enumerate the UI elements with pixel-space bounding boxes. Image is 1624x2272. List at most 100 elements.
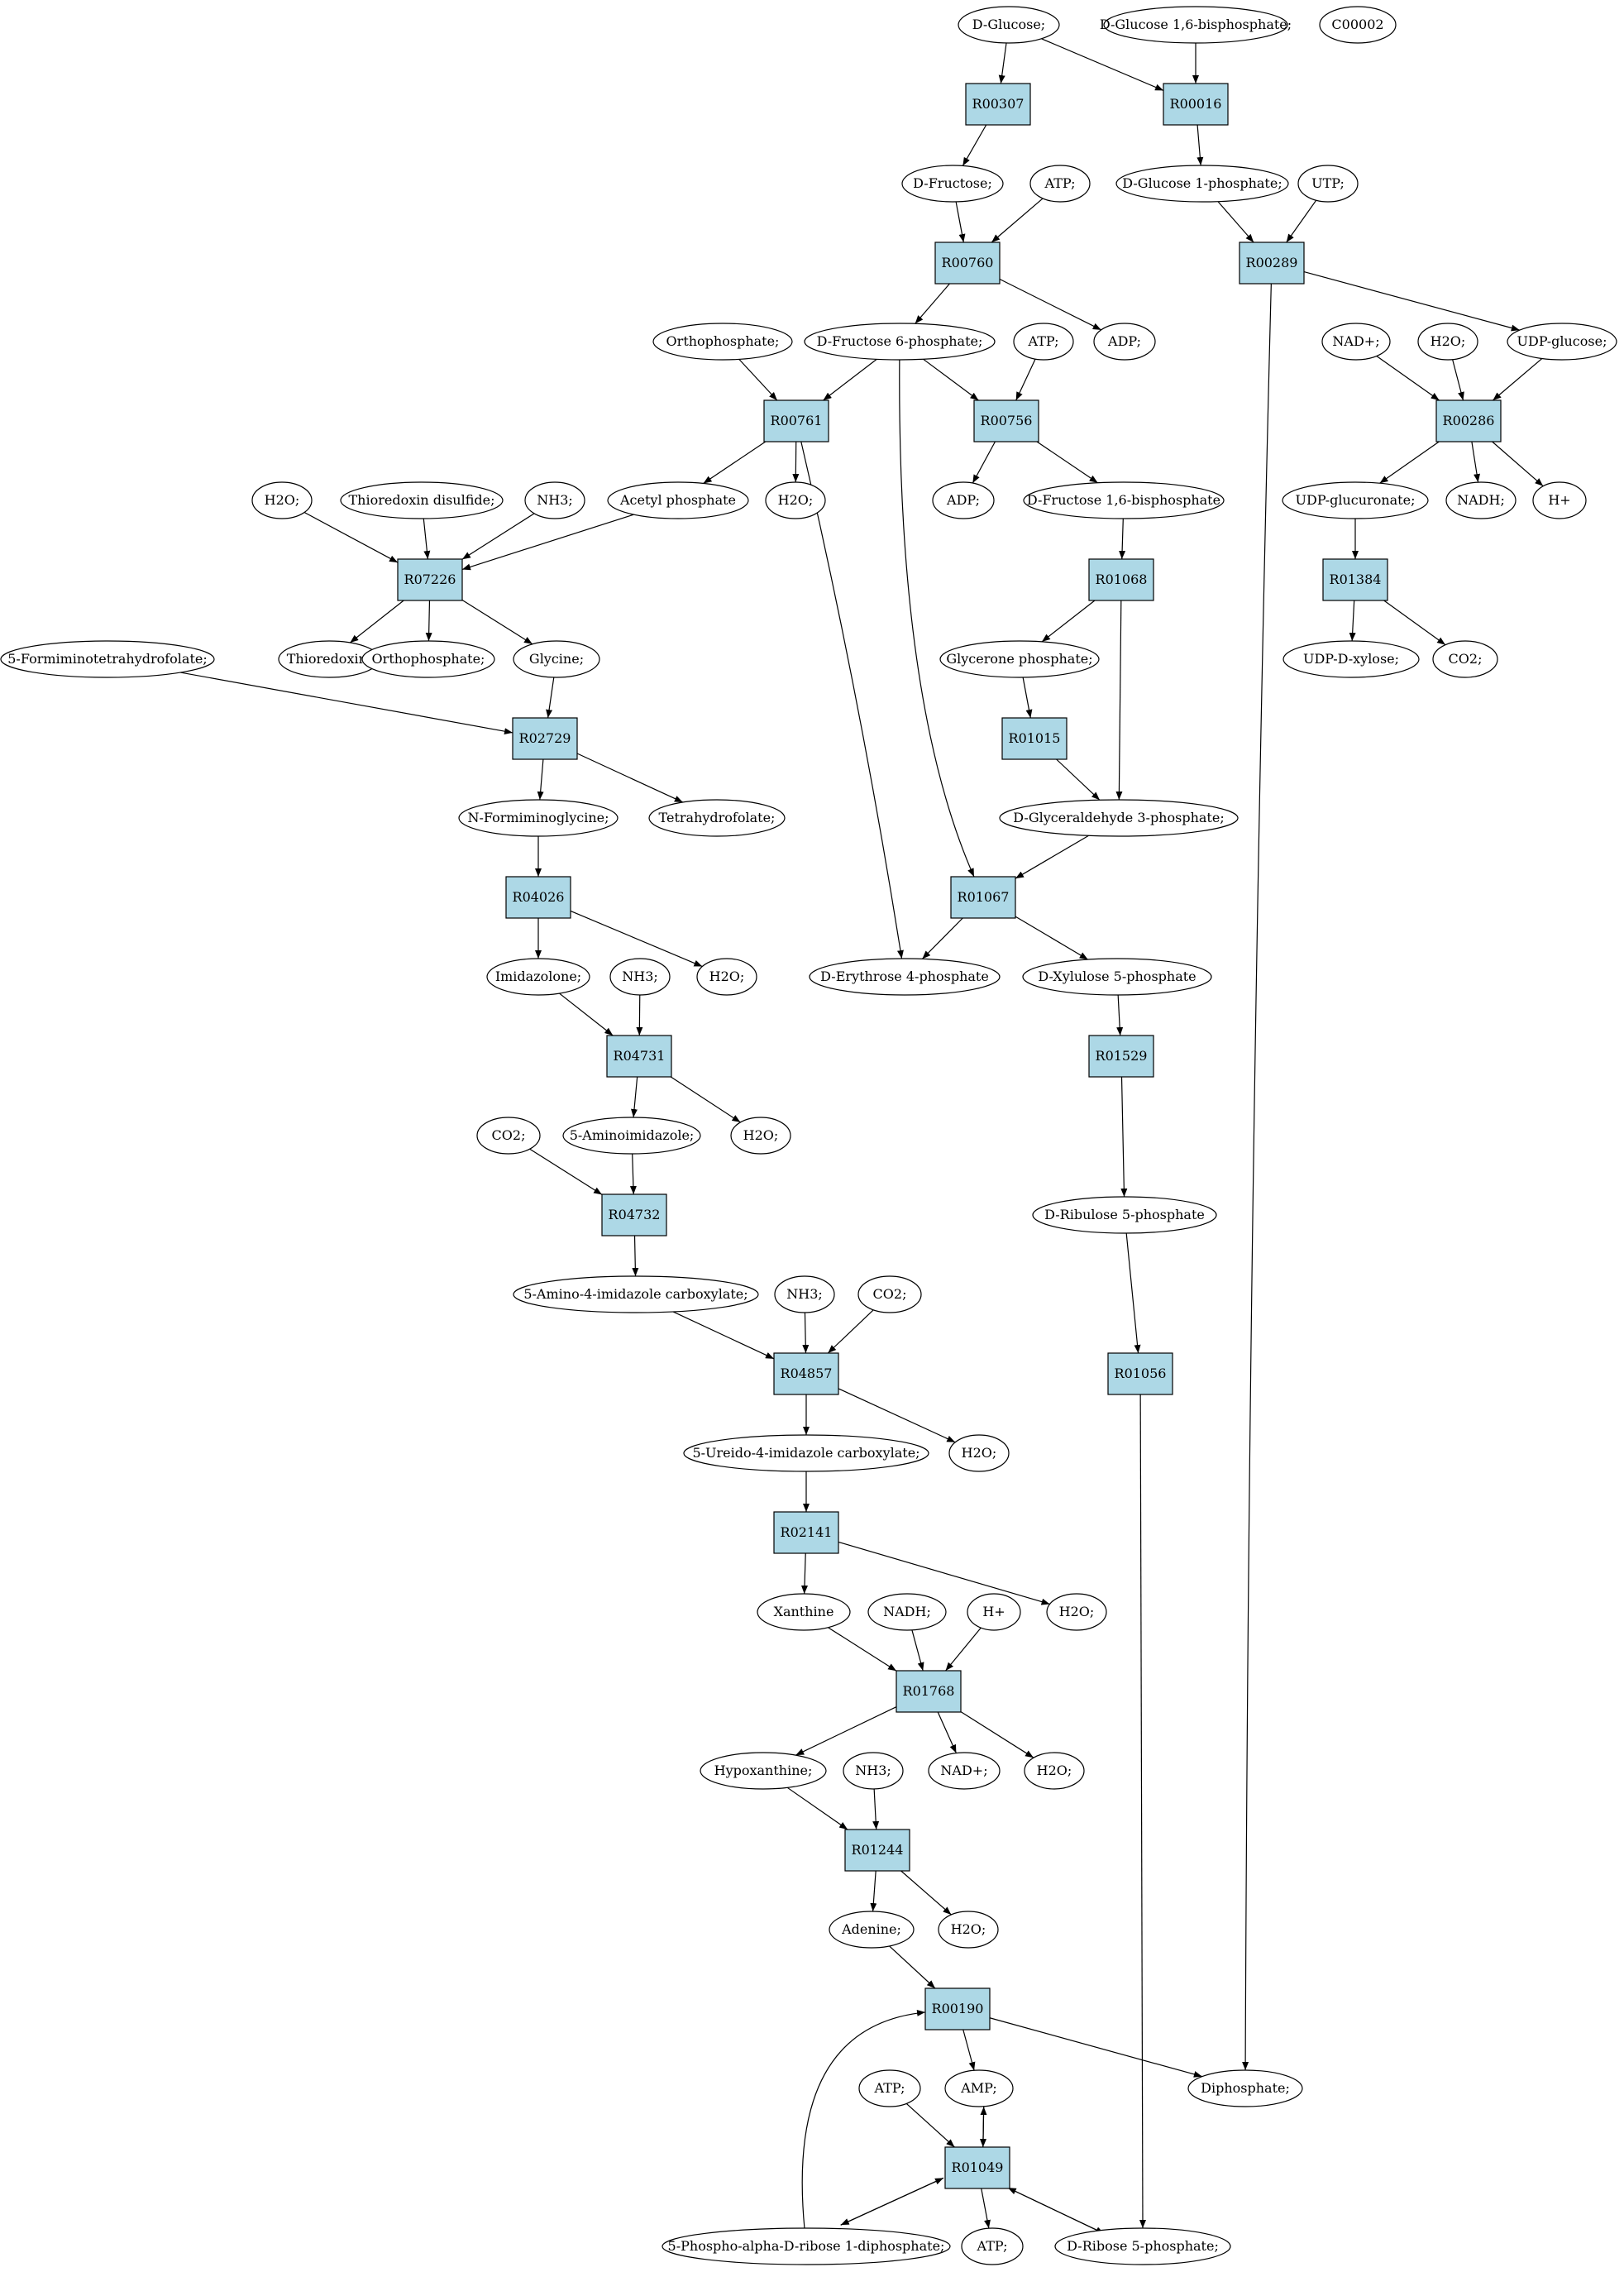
- node-diphosphate[interactable]: Diphosphate;: [1187, 2069, 1303, 2107]
- reaction-r00190[interactable]: R00190: [924, 1987, 991, 2030]
- node-5-ureido-4-imidazole-carboxylate[interactable]: 5-Ureido-4-imidazole carboxylate;: [683, 1434, 929, 1472]
- node-d-fructose[interactable]: D-Fructose;: [901, 165, 1004, 203]
- node-amp[interactable]: AMP;: [944, 2069, 1014, 2107]
- node-hypoxanthine[interactable]: Hypoxanthine;: [700, 1752, 827, 1790]
- reaction-r01015[interactable]: R01015: [1001, 717, 1068, 760]
- node-tetrahydrofolate[interactable]: Tetrahydrofolate;: [648, 799, 786, 837]
- edge-R00761-to-h2o_c: [792, 441, 800, 483]
- node-label: H2O;: [709, 969, 745, 984]
- node-5-aminoimidazole[interactable]: 5-Aminoimidazole;: [562, 1117, 701, 1155]
- node-c00002[interactable]: C00002: [1319, 6, 1397, 44]
- reaction-r01768[interactable]: R01768: [896, 1670, 962, 1713]
- node-h-plus[interactable]: H+: [967, 1593, 1021, 1631]
- edge-R01015-to-gap: [1056, 758, 1101, 801]
- reaction-r00307[interactable]: R00307: [965, 83, 1031, 126]
- reaction-r00289[interactable]: R00289: [1239, 242, 1305, 285]
- node-h2o[interactable]: H2O;: [730, 1117, 791, 1155]
- reaction-r02729[interactable]: R02729: [512, 717, 578, 760]
- node-atp[interactable]: ATP;: [858, 2069, 921, 2107]
- node-nadh[interactable]: NADH;: [1445, 481, 1517, 519]
- edge-R02729-to-nfg: [537, 758, 544, 801]
- node-n-formiminoglycine[interactable]: N-Formiminoglycine;: [458, 799, 619, 837]
- reaction-r04731[interactable]: R04731: [606, 1035, 672, 1078]
- reaction-r02141[interactable]: R02141: [773, 1511, 839, 1554]
- reaction-r00286[interactable]: R00286: [1435, 399, 1502, 442]
- reaction-r01529[interactable]: R01529: [1088, 1035, 1154, 1078]
- metabolite-ellipse: [648, 799, 786, 837]
- node-h2o[interactable]: H2O;: [938, 1911, 999, 1949]
- node-atp[interactable]: ATP;: [1029, 165, 1091, 203]
- node-d-fructose-6-phosphate[interactable]: D-Fructose 6-phosphate;: [804, 323, 996, 361]
- reaction-r00761[interactable]: R00761: [763, 399, 829, 442]
- node-orthophosphate[interactable]: Orthophosphate;: [652, 323, 793, 361]
- node-udp-glucuronate[interactable]: UDP-glucuronate;: [1282, 481, 1429, 519]
- node-adp[interactable]: ADP;: [932, 481, 995, 519]
- node-d-fructose-1-6-bisphosphate[interactable]: D-Fructose 1,6-bisphosphate: [1023, 481, 1225, 519]
- node-h2o[interactable]: H2O;: [1024, 1752, 1085, 1790]
- node-d-glucose-1-6-bisphosphate[interactable]: D-Glucose 1,6-bisphosphate;: [1100, 6, 1292, 44]
- node-h2o[interactable]: H2O;: [1046, 1593, 1107, 1631]
- node-adp[interactable]: ADP;: [1093, 323, 1156, 361]
- node-nad[interactable]: NAD+;: [928, 1752, 1001, 1790]
- node-d-ribose-5-phosphate[interactable]: D-Ribose 5-phosphate;: [1054, 2227, 1231, 2265]
- node-nh3[interactable]: NH3;: [609, 958, 671, 996]
- node-acetyl-phosphate[interactable]: Acetyl phosphate: [607, 481, 749, 519]
- node-h2o[interactable]: H2O;: [696, 958, 757, 996]
- node-d-ribulose-5-phosphate[interactable]: D-Ribulose 5-phosphate: [1032, 1196, 1217, 1234]
- node-d-glyceraldehyde-3-phosphate[interactable]: D-Glyceraldehyde 3-phosphate;: [999, 799, 1239, 837]
- node-xanthine[interactable]: Xanthine: [757, 1593, 851, 1631]
- node-label: R00190: [932, 2001, 984, 2016]
- node-thioredoxin[interactable]: Thioredoxin;: [278, 640, 380, 678]
- reaction-r04857[interactable]: R04857: [773, 1352, 839, 1395]
- node-glycerone-phosphate[interactable]: Glycerone phosphate;: [939, 640, 1100, 678]
- node-label: UDP-D-xylose;: [1303, 651, 1399, 667]
- node-h2o[interactable]: H2O;: [1417, 323, 1478, 361]
- node-d-glucose[interactable]: D-Glucose;: [958, 6, 1060, 44]
- node-co2[interactable]: CO2;: [476, 1117, 541, 1155]
- reaction-r01068[interactable]: R01068: [1088, 558, 1154, 601]
- reaction-r04026[interactable]: R04026: [505, 876, 571, 919]
- edge-fru-to-R00760: [955, 201, 966, 243]
- edge-trx_ss-to-R07226: [423, 518, 431, 560]
- reaction-r01067[interactable]: R01067: [950, 876, 1016, 919]
- metabolite-ellipse: [513, 1275, 759, 1313]
- reaction-r00760[interactable]: R00760: [934, 242, 1001, 285]
- reaction-r01244[interactable]: R01244: [844, 1829, 910, 1872]
- node-nh3[interactable]: NH3;: [774, 1275, 835, 1313]
- reaction-r00016[interactable]: R00016: [1163, 83, 1229, 126]
- reaction-r01384[interactable]: R01384: [1322, 558, 1388, 601]
- node-atp[interactable]: ATP;: [961, 2227, 1024, 2265]
- node-prpp[interactable]: 5-Phospho-alpha-D-ribose 1-diphosphate;: [662, 2227, 951, 2265]
- reaction-r07226[interactable]: R07226: [397, 558, 463, 601]
- node-h2o[interactable]: H2O;: [251, 481, 313, 519]
- node-udp-glucose[interactable]: UDP-glucose;: [1507, 323, 1617, 361]
- node-utp[interactable]: UTP;: [1297, 165, 1359, 203]
- reaction-r00756[interactable]: R00756: [973, 399, 1039, 442]
- reaction-r04732[interactable]: R04732: [601, 1193, 667, 1236]
- reaction-box: [773, 1352, 839, 1395]
- node-h-plus[interactable]: H+: [1532, 481, 1587, 519]
- node-udp-d-xylose[interactable]: UDP-D-xylose;: [1282, 640, 1420, 678]
- node-label: R01049: [952, 2160, 1004, 2175]
- node-d-erythrose-4-phosphate[interactable]: D-Erythrose 4-phosphate: [809, 958, 1001, 996]
- node-thioredoxin-disulfide[interactable]: Thioredoxin disulfide;: [340, 481, 504, 519]
- node-d-glucose-1-phosphate[interactable]: D-Glucose 1-phosphate;: [1115, 165, 1289, 203]
- node-glycine[interactable]: Glycine;: [513, 640, 600, 678]
- node-h2o[interactable]: H2O;: [948, 1434, 1010, 1472]
- reaction-r01056[interactable]: R01056: [1107, 1352, 1173, 1395]
- node-d-xylulose-5-phosphate[interactable]: D-Xylulose 5-phosphate: [1022, 958, 1212, 996]
- node-nh3[interactable]: NH3;: [843, 1752, 904, 1790]
- node-co2[interactable]: CO2;: [1432, 640, 1498, 678]
- reaction-r01049[interactable]: R01049: [944, 2146, 1010, 2189]
- node-co2[interactable]: CO2;: [857, 1275, 922, 1313]
- node-orthophosphate[interactable]: Orthophosphate;: [361, 640, 495, 678]
- node-imidazolone[interactable]: Imidazolone;: [486, 958, 590, 996]
- node-h2o[interactable]: H2O;: [765, 481, 826, 519]
- node-nad[interactable]: NAD+;: [1321, 323, 1391, 361]
- node-adenine[interactable]: Adenine;: [829, 1911, 915, 1949]
- node-nh3[interactable]: NH3;: [524, 481, 585, 519]
- node-5-formiminotetrahydrofolate[interactable]: 5-Formiminotetrahydrofolate;: [0, 640, 215, 678]
- node-nadh[interactable]: NADH;: [867, 1593, 947, 1631]
- node-5-amino-4-imidazole-carboxylate[interactable]: 5-Amino-4-imidazole carboxylate;: [513, 1275, 759, 1313]
- node-atp[interactable]: ATP;: [1013, 323, 1074, 361]
